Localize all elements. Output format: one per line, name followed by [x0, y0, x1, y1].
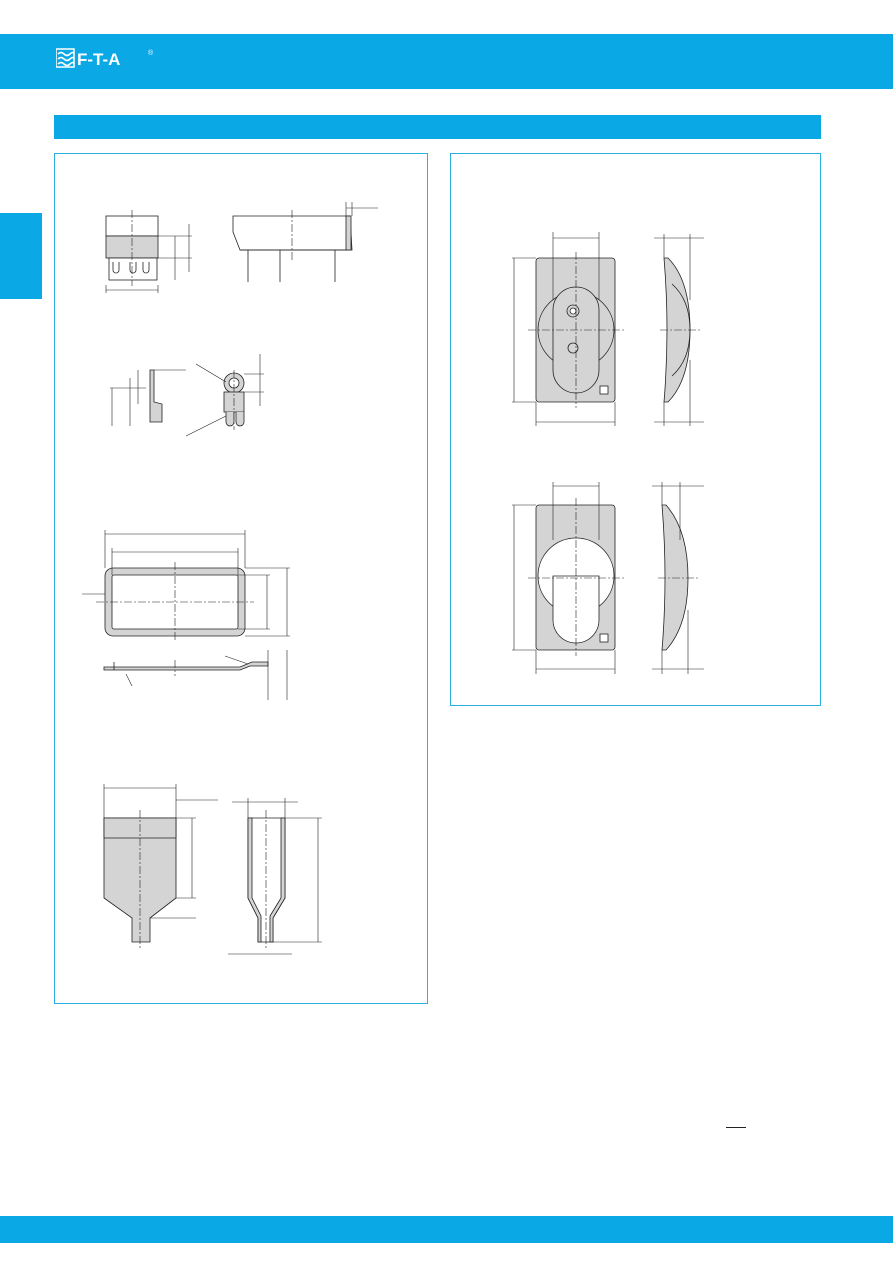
terminal-cover-side-view [232, 202, 378, 282]
handle-plate-front-view [512, 482, 624, 674]
brand-logo: F-T-A ® [56, 48, 154, 69]
page-mark-line [726, 1127, 746, 1128]
handle-plate-side-view [652, 482, 704, 674]
registered-mark: ® [148, 49, 154, 57]
brand-name: F-T-A [77, 50, 120, 69]
handle-plate-knob-side-view [654, 234, 704, 426]
fta-wave-logo-icon [56, 48, 75, 68]
terminal-clip-side-view [110, 369, 186, 426]
terminal-clip-front-view [185, 354, 264, 437]
rectangular-frame-side-view [103, 650, 288, 700]
header-bar [0, 34, 893, 89]
footer-bar [0, 1216, 893, 1243]
handle-plate-knob-front-view [512, 232, 624, 426]
protective-sleeve-section-view [228, 798, 322, 955]
section-title-bar [54, 115, 821, 139]
chapter-tab [0, 213, 42, 299]
right-drawing-panel [450, 153, 821, 706]
protective-sleeve-front-view [103, 784, 218, 948]
rectangular-frame-top-view [82, 530, 290, 640]
terminal-cover-front-view [105, 210, 192, 293]
